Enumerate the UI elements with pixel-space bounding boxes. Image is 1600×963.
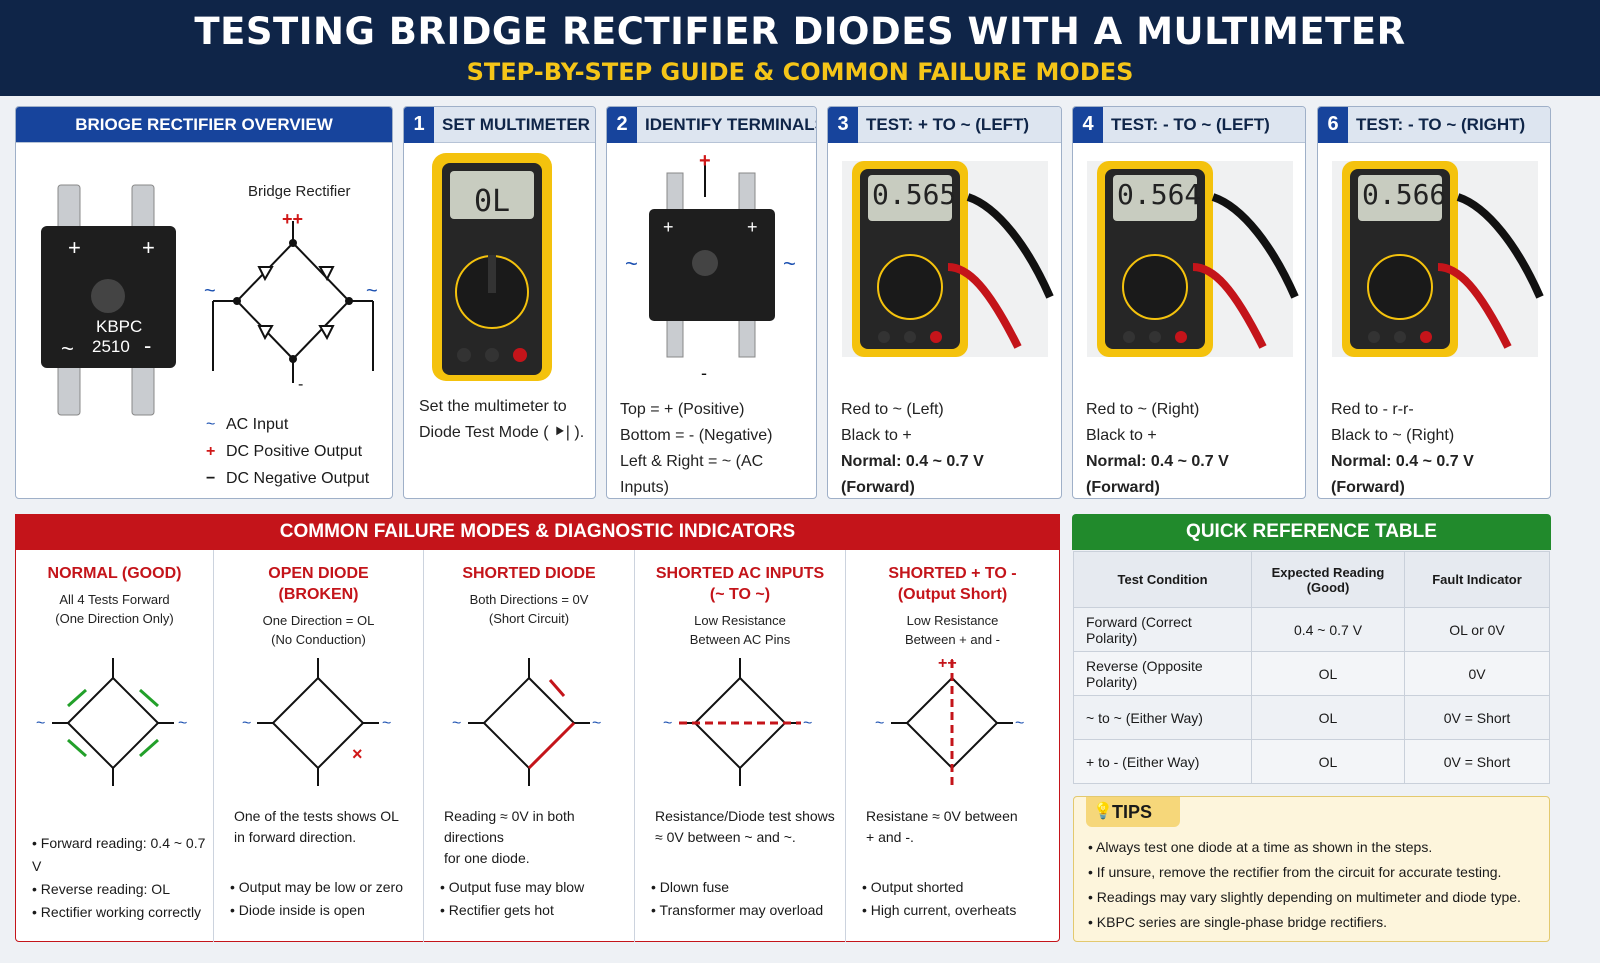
multimeter-probe-icon [1332,161,1544,357]
part-name: KBPC [96,317,143,336]
svg-text:~: ~ [1015,715,1024,732]
bridge-diagram-normal: ~~ [36,658,187,786]
table-header-row: Test Condition Expected Reading (Good) F… [1073,551,1550,608]
overview-panel: BRIOGE RECTIFIER OVERVIEW + + ~ - ++ - ~… [15,106,393,499]
reference-table: Test Condition Expected Reading (Good) F… [1073,551,1550,784]
page-header: TESTING BRIDGE RECTIFIER DIODES WITH A M… [0,0,1600,96]
bridge-diagram-shorted-diode: ~~ [452,658,601,786]
failure-bullets: • Forward reading: 0.4 ~ 0.7 V• Reverse … [32,835,206,920]
failure-bullets: • Output may be low or zero• Diode insid… [230,879,403,918]
failure-mode-shorted-output: SHORTED + TO - (Output Short) Low Resist… [846,550,1059,942]
failure-bullets: • Dlown fuse• Transformer may overload [651,879,824,918]
multimeter-probe-icon [1087,161,1299,357]
failure-mode-normal: NORMAL (GOOD) All 4 Tests Forward (One D… [16,550,214,942]
meter-reading: 0.564 [1117,178,1202,211]
page-title: TESTING BRIDGE RECTIFIER DIODES WITH A M… [194,10,1406,53]
svg-text:~: ~ [803,715,812,732]
svg-text:~: ~ [592,715,601,732]
lightbulb-icon: 💡 [1093,803,1113,820]
multimeter-icon [432,153,552,381]
rectifier-terminals-icon: + + + ~ ~ - [625,150,796,383]
svg-text:~: ~ [61,336,74,361]
svg-text:~: ~ [366,280,378,302]
svg-text:++: ++ [282,209,303,229]
tips-header: 💡 TIPS [1086,797,1180,827]
svg-text:+: + [747,217,758,237]
bridge-diagram-shorted-output: ++ ~ ~ [875,655,1024,786]
failure-mode-shorted-ac: SHORTED AC INPUTS (~ TO ~) Low Resistanc… [635,550,846,942]
svg-text:~: ~ [36,715,45,732]
tips-box: 💡 TIPS • Always test one diode at a time… [1073,796,1550,942]
multimeter-probe-icon [842,161,1054,357]
svg-text:-: - [701,363,707,383]
reference-title: QUICK REFERENCE TABLE [1072,514,1551,550]
overview-legend: ~AC Input +DC Positive Output −DC Negati… [206,411,369,492]
meter-reading: 0.565 [872,178,957,211]
legend-item-negative: −DC Negative Output [206,470,370,487]
svg-text:~: ~ [663,715,672,732]
step-3-text: Red to ~ (Left)Black to +Normal: 0.4 ~ 0… [841,401,984,496]
bridge-diagram-label: Bridge Rectifier [248,183,351,200]
svg-text:~: ~ [382,715,391,732]
bridge-diagram-open: × ~ ~ [242,658,391,786]
rectifier-overview-illustration: + + ~ - ++ - ~ ~ [41,184,378,416]
overview-title: BRIOGE RECTIFIER OVERVIEW [16,107,392,143]
failure-mode-shorted-diode: SHORTED DIODE Both Directions = 0V (Shor… [424,550,635,942]
svg-text:~: ~ [452,715,461,732]
failure-mode-open-diode: OPEN DIODE (BROKEN) One Direction = OL (… [214,550,424,942]
svg-text:-: - [144,333,151,358]
part-number: 2510 [92,337,130,356]
step-2-text: Top = + (Positive)Bottom = - (Negative)L… [620,401,773,496]
step-6-text: Red to - r-r-Black to ~ (Right)Normal: 0… [1331,401,1474,496]
meter-reading: 0.566 [1362,178,1447,211]
svg-text:~: ~ [204,280,216,302]
failure-modes-title: COMMON FAILURE MODES & DIAGNOSTIC INDICA… [15,514,1060,550]
legend-item-ac: ~AC Input [206,416,289,433]
svg-text:~: ~ [875,715,884,732]
svg-text:+: + [699,150,711,172]
svg-text:+: + [663,217,674,237]
svg-text:~: ~ [625,251,638,276]
svg-text:~: ~ [242,715,251,732]
failure-bullets: • Output shorted• High current, overheat… [862,879,1017,918]
svg-text:-: - [298,376,303,393]
bridge-diagram-shorted-ac: ~~ [663,658,812,786]
svg-text:++: ++ [938,655,957,672]
failure-modes-panel [15,514,1060,942]
failure-bullets: • Output fuse may blow• Rectifier gets h… [440,879,585,918]
meter-reading: 0L [474,184,511,219]
svg-text:×: × [352,744,363,764]
tips-list: • Always test one diode at a time as sho… [1088,839,1521,930]
svg-text:~: ~ [178,715,187,732]
step-4-text: Red to ~ (Right)Black to +Normal: 0.4 ~ … [1086,401,1229,496]
svg-text:+: + [68,235,81,260]
svg-text:~: ~ [783,251,796,276]
page-subtitle: STEP-BY-STEP GUIDE & COMMON FAILURE MODE… [466,58,1134,86]
svg-text:+: + [142,235,155,260]
legend-item-positive: +DC Positive Output [206,443,363,460]
